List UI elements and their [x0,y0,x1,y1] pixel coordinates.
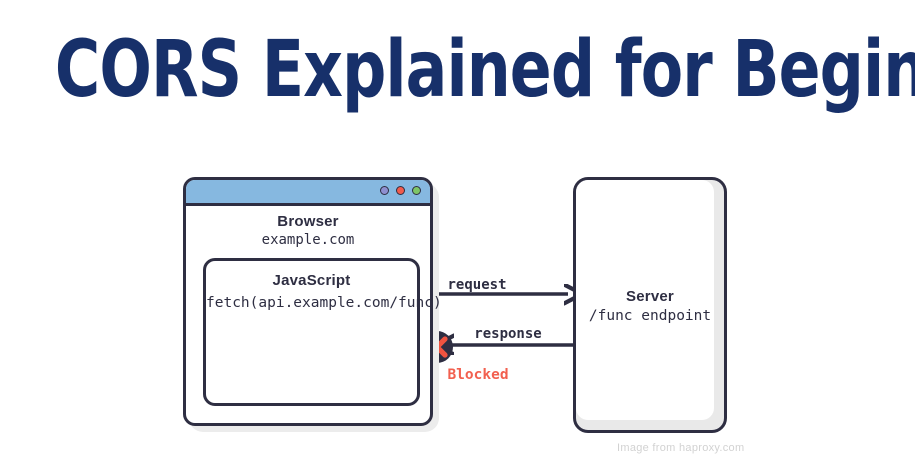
server-endpoint: /func endpoint [588,308,712,324]
window-dot-green-icon[interactable] [412,186,421,195]
window-controls [380,186,421,195]
response-arrow-label: response [474,326,542,342]
javascript-label: JavaScript [272,272,351,289]
page-title: CORS Explained for Beginners [54,25,915,115]
browser-window: Browser example.com JavaScript fetch(api… [183,177,442,432]
server-box: Server /func endpoint [573,177,727,433]
browser-label: Browser [277,213,339,230]
server-label: Server [626,288,674,305]
window-dot-purple-icon[interactable] [380,186,389,195]
browser-host: example.com [261,232,355,248]
request-arrow-label: request [447,277,507,293]
window-dot-red-icon[interactable] [396,186,405,195]
browser-title-bar [186,180,430,206]
server-box-surface [576,180,714,420]
blocked-label: Blocked [447,367,509,383]
server-box-frame: Server /func endpoint [573,177,727,433]
javascript-fetch-code: fetch(api.example.com/func) [206,295,442,311]
browser-window-frame: Browser example.com JavaScript fetch(api… [183,177,442,426]
javascript-box: JavaScript fetch(api.example.com/func) [203,258,442,406]
source-watermark: Image from haproxy.com [617,442,745,454]
